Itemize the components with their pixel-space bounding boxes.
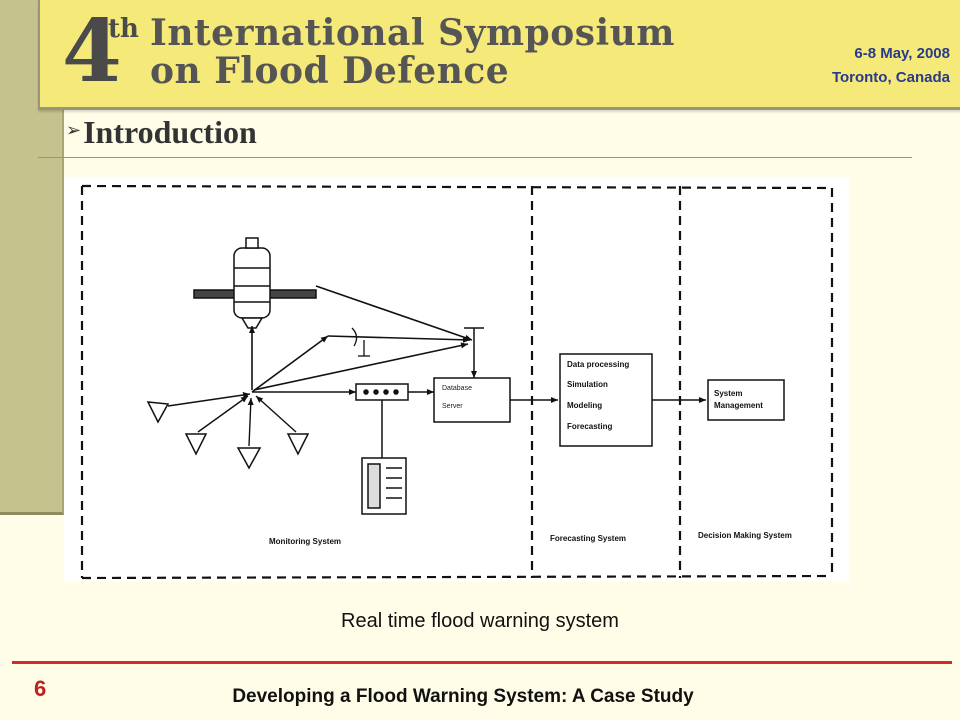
satellite-icon (193, 237, 317, 329)
database-server-box: Database Server (433, 377, 511, 423)
forecast-item: Forecasting (567, 422, 612, 431)
banner-date-location: 6-8 May, 2008 Toronto, Canada (832, 42, 950, 90)
banner-ordinal-suffix: th (108, 14, 139, 44)
rain-gauge-icon (351, 327, 370, 357)
forecast-item: Data processing (567, 360, 629, 369)
panel-outlines (80, 184, 834, 580)
heading-divider (38, 157, 912, 158)
figure-caption: Real time flood warning system (341, 610, 619, 632)
banner-location: Toronto, Canada (831, 69, 950, 86)
section-heading: ➢ Introduction (66, 114, 257, 151)
field-station-icons (146, 401, 310, 470)
forecast-item: Modeling (567, 401, 602, 410)
antenna-icon (464, 327, 484, 346)
panel-label-decision: Decision Making System (698, 531, 792, 540)
monitoring-links (249, 285, 473, 395)
footer-title: Developing a Flood Warning System: A Cas… (232, 686, 694, 707)
forecast-item: Simulation (567, 380, 608, 389)
decision-box-line2: Management (714, 401, 763, 410)
flood-warning-diagram: Database Server Data processing Simulati… (64, 178, 850, 582)
server-label: Server (442, 403, 463, 410)
forecasting-box: Data processing Simulation Modeling Fore… (559, 353, 653, 447)
decision-box-line1: System (714, 389, 742, 398)
panel-label-monitoring: Monitoring System (269, 537, 341, 546)
banner-title-line2: on Flood Defence (150, 50, 510, 92)
data-logger-icon (355, 383, 409, 401)
database-label: Database (442, 385, 472, 392)
conference-banner: 4 th International Symposium on Flood De… (38, 0, 960, 110)
page-number: 6 (34, 676, 47, 701)
panel-label-forecasting: Forecasting System (550, 534, 626, 543)
banner-title: International Symposium on Flood Defence (150, 14, 675, 90)
footer-divider (12, 661, 952, 664)
bullet-arrow-icon: ➢ (66, 120, 82, 141)
banner-title-line1: International Symposium (150, 12, 675, 54)
banner-ordinal-number: 4 (62, 1, 122, 102)
telephone-icon (361, 457, 407, 515)
station-links (167, 392, 297, 447)
banner-date: 6-8 May, 2008 (854, 45, 950, 62)
diagram-svg: Database Server Data processing Simulati… (80, 184, 834, 580)
section-heading-text: Introduction (83, 114, 257, 150)
system-management-box: System Management (707, 379, 785, 421)
